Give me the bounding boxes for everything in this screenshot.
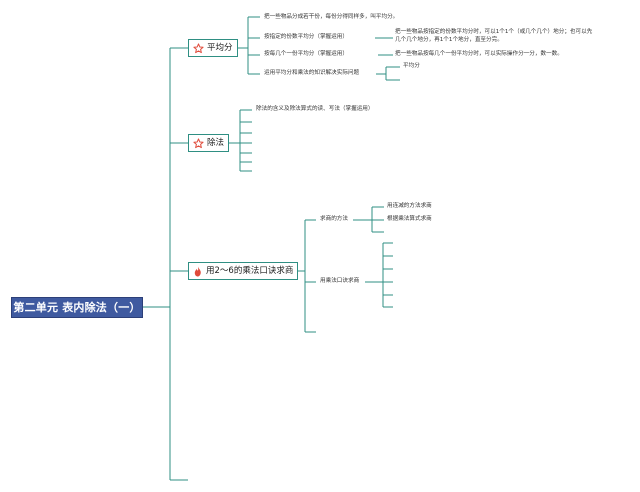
topic-quotient[interactable]: 用2～6的乘法口诀求商 [188, 262, 299, 280]
fire-icon [194, 265, 201, 277]
method-multiplication[interactable]: 根据乘法算式求商 [387, 216, 432, 222]
topic-average-label: 平均分 [207, 43, 233, 53]
average-by-group-detail[interactable]: 把一些物品按每几个一份平均分时，可以实际操作分一分，数一数。 [395, 51, 563, 57]
topic-average[interactable]: 平均分 [188, 39, 238, 57]
topic-division[interactable]: 除法 [188, 134, 230, 152]
average-by-group[interactable]: 按每几个一份平均分（掌握运用） [264, 51, 348, 57]
average-by-parts-detail-1[interactable]: 把一些物品按指定的份数平均分时，可以1个1个（或几个几个）地分；也可以先 [395, 29, 593, 35]
average-by-parts[interactable]: 按指定的份数平均分（掌握运用） [264, 34, 348, 40]
average-definition[interactable]: 把一些物品分成若干份，每份分得同样多，叫平均分。 [264, 14, 399, 20]
star-icon [193, 137, 204, 148]
root-topic[interactable]: 第二单元 表内除法（一） [11, 297, 143, 318]
star-icon [193, 42, 204, 53]
average-application[interactable]: 运用平均分和乘法的知识解决实际问题 [264, 70, 360, 76]
quotient-methods[interactable]: 求商的方法 [320, 216, 348, 222]
division-meaning[interactable]: 除法的含义及除法算式的读、写法（掌握运用） [256, 106, 374, 112]
method-subtraction[interactable]: 用连减的方法求商 [387, 203, 432, 209]
topic-division-label: 除法 [207, 138, 225, 148]
topic-quotient-label: 用2～6的乘法口诀求商 [206, 266, 294, 276]
average-by-parts-detail-2[interactable]: 几个几个地分，再1个1个地分，直至分完。 [395, 37, 503, 43]
average-application-detail[interactable]: 平均分 [403, 63, 420, 69]
quotient-by-table[interactable]: 用乘法口诀求商 [320, 278, 360, 284]
